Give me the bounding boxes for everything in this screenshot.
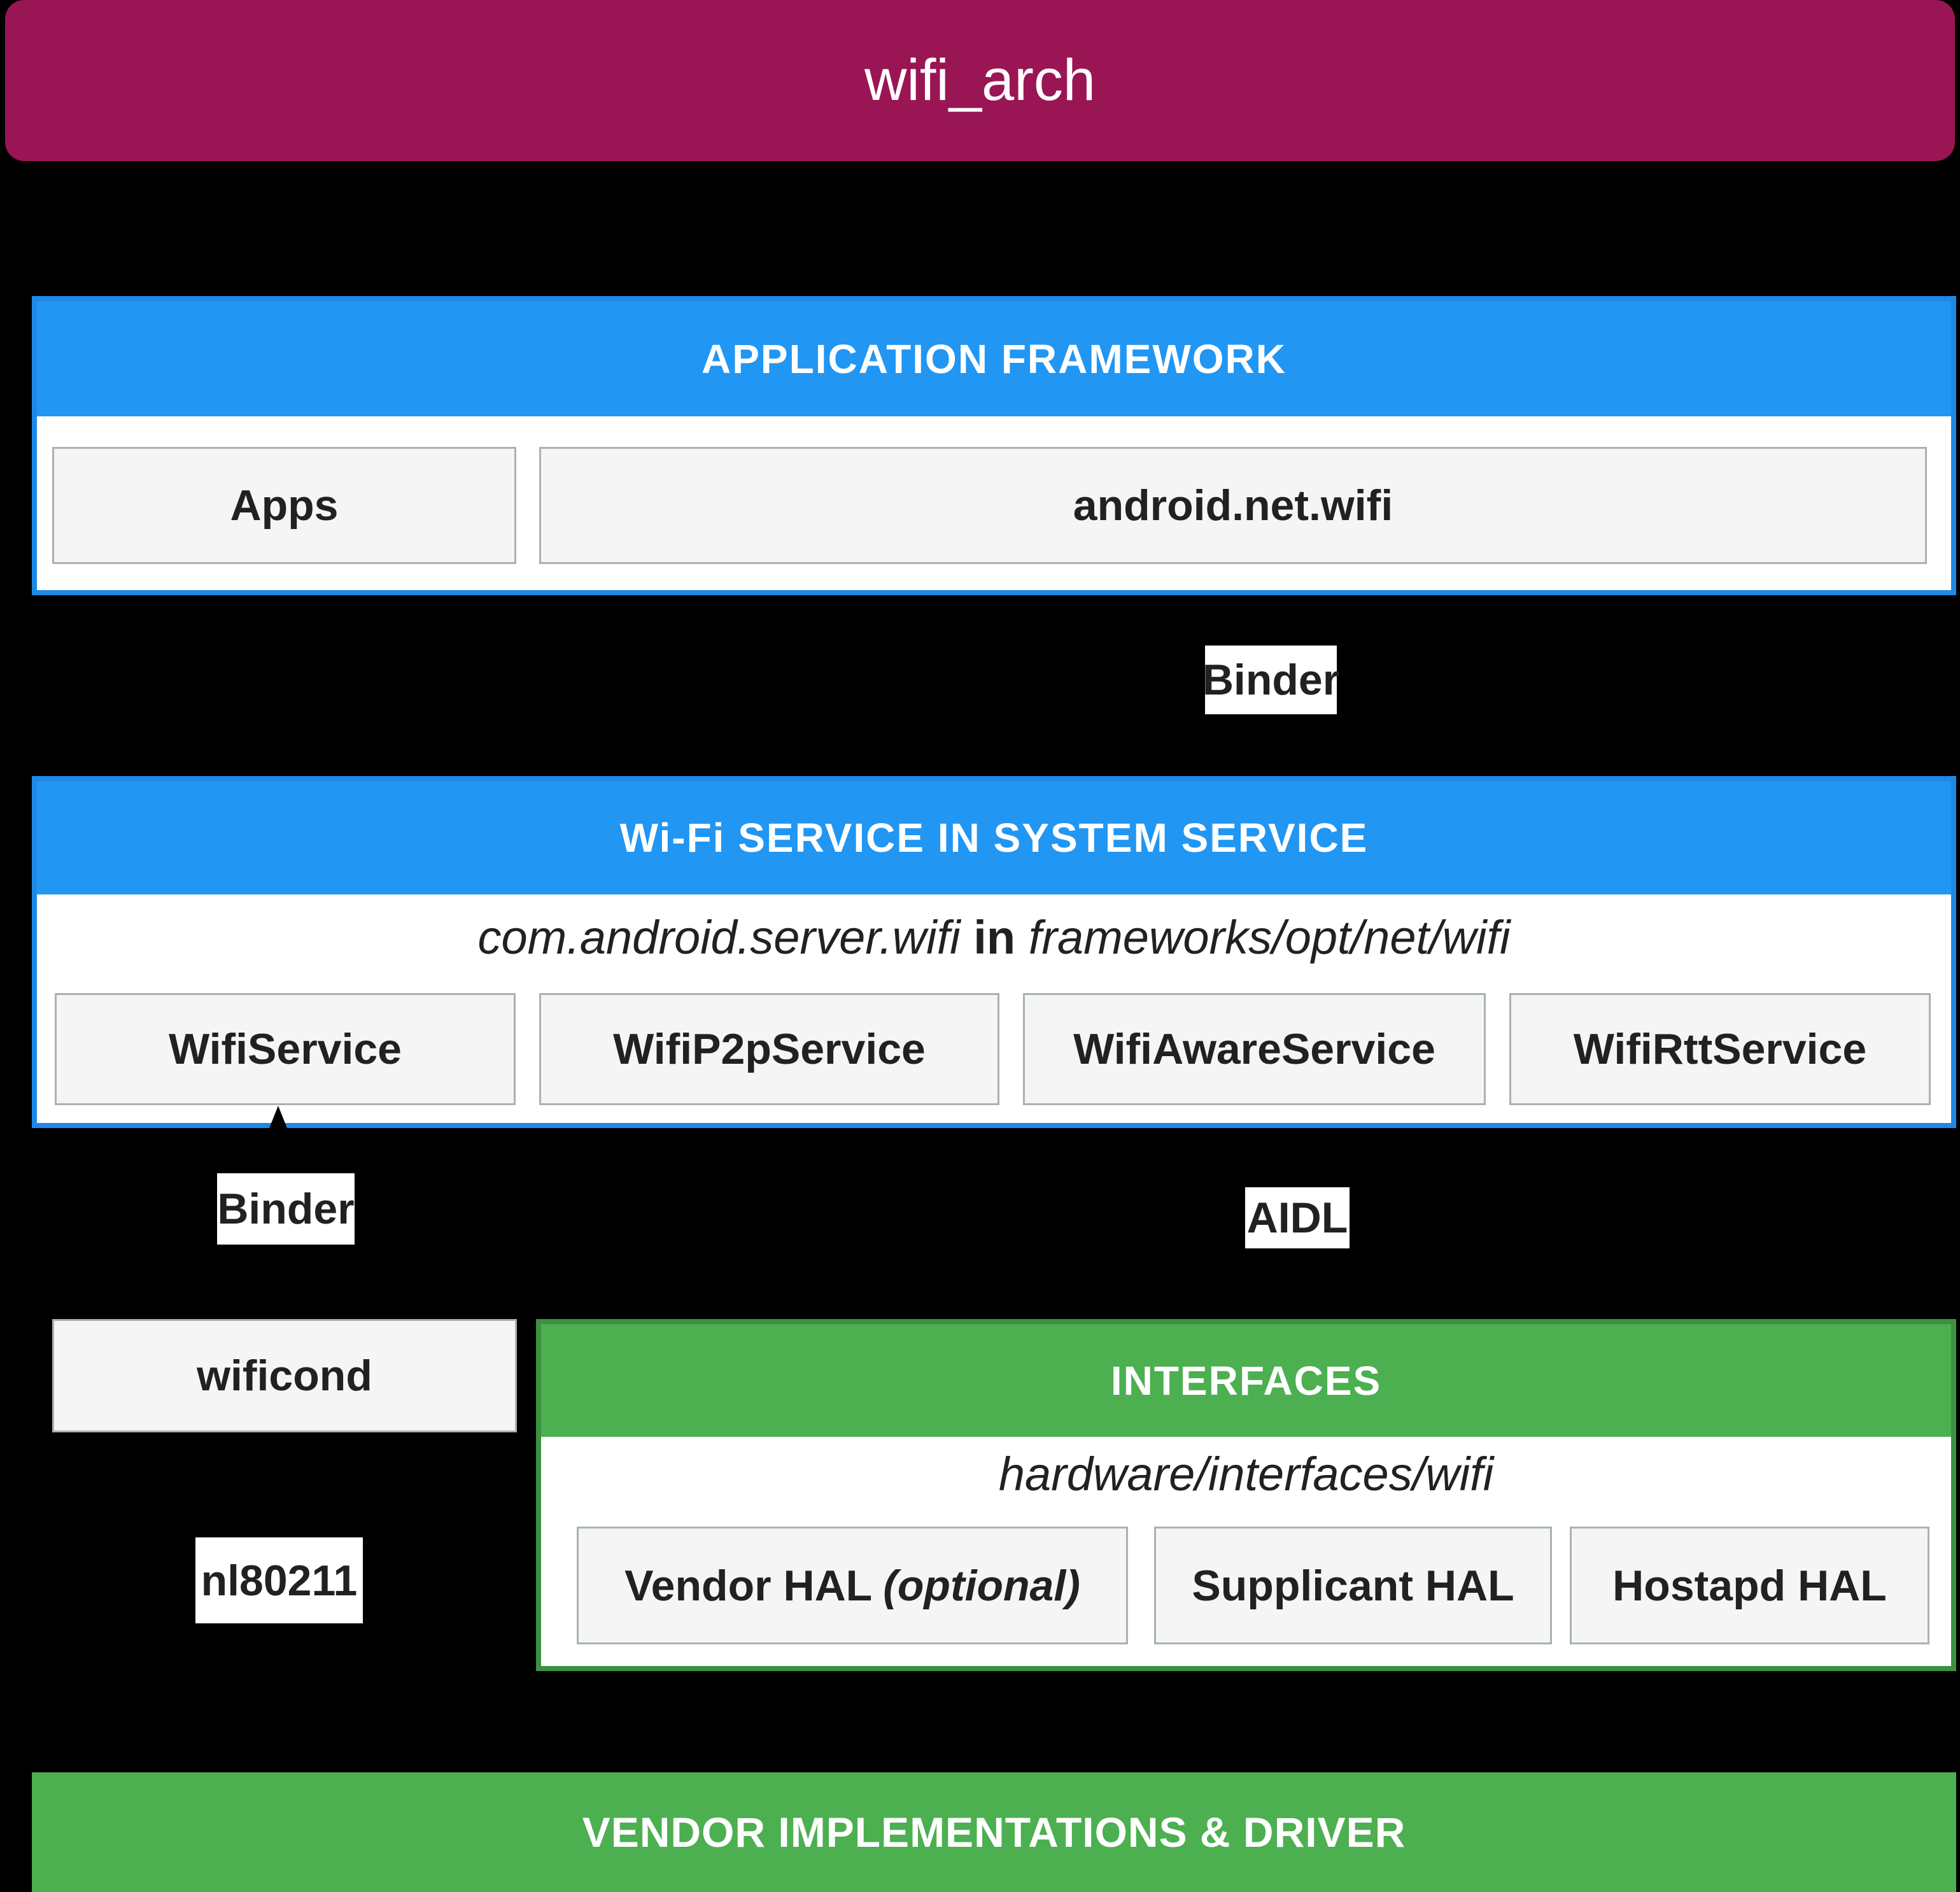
- wifiservice-box: WifiService: [55, 993, 516, 1105]
- wificond-box: wificond: [52, 1319, 517, 1432]
- interfaces-location: hardware/interfaces/wifi: [998, 1447, 1494, 1500]
- vendor-implementations-label: VENDOR IMPLEMENTATIONS & DRIVER: [582, 1809, 1406, 1856]
- vendor-hal-box: Vendor HAL (optional): [577, 1527, 1128, 1644]
- application-framework-title: APPLICATION FRAMEWORK: [702, 335, 1287, 382]
- wifi-service-package: com.android.server.wifi: [477, 910, 961, 964]
- aidl-label: AIDL: [1245, 1187, 1350, 1248]
- binder-label-left: Binder: [217, 1173, 355, 1245]
- aidl-label-text: AIDL: [1246, 1194, 1348, 1242]
- interfaces-path: hardware/interfaces/wifi: [541, 1445, 1951, 1502]
- wifiawareservice-box: WifiAwareService: [1023, 993, 1486, 1105]
- supplicant-hal-label: Supplicant HAL: [1192, 1561, 1514, 1610]
- wifiservice-label: WifiService: [169, 1025, 402, 1073]
- wifi-service-location: frameworks/opt/net/wifi: [1028, 910, 1511, 964]
- application-framework-header: APPLICATION FRAMEWORK: [37, 301, 1951, 416]
- nl80211-label: nl80211: [195, 1537, 363, 1623]
- interfaces-header: INTERFACES: [541, 1324, 1951, 1437]
- binder-label-left-text: Binder: [217, 1185, 355, 1233]
- wifip2pservice-label: WifiP2pService: [613, 1025, 926, 1073]
- wificond-label: wificond: [197, 1352, 372, 1400]
- wifirttservice-box: WifiRttService: [1509, 993, 1931, 1105]
- android-net-wifi-label: android.net.wifi: [1073, 481, 1393, 530]
- application-framework-section: APPLICATION FRAMEWORK Apps android.net.w…: [32, 296, 1956, 595]
- interfaces-title: INTERFACES: [1110, 1357, 1382, 1404]
- wifi-service-path-conjunction: in: [973, 910, 1016, 964]
- title-bar: wifi_arch: [5, 0, 1955, 161]
- vendor-hal-optional-suffix: (optional): [883, 1561, 1080, 1610]
- binder-label-top-text: Binder: [1202, 656, 1340, 704]
- vendor-implementations-bar: VENDOR IMPLEMENTATIONS & DRIVER: [32, 1772, 1956, 1892]
- apps-box: Apps: [52, 447, 516, 564]
- supplicant-hal-box: Supplicant HAL: [1154, 1527, 1552, 1644]
- wifi-service-path: com.android.server.wifi in frameworks/op…: [37, 908, 1951, 966]
- apps-label: Apps: [230, 481, 339, 530]
- hostapd-hal-box: Hostapd HAL: [1570, 1527, 1929, 1644]
- hostapd-hal-label: Hostapd HAL: [1612, 1561, 1887, 1610]
- interfaces-section: INTERFACES hardware/interfaces/wifi Vend…: [536, 1319, 1956, 1671]
- vendor-hal-label: Vendor HAL: [624, 1561, 873, 1610]
- nl80211-label-text: nl80211: [201, 1556, 358, 1605]
- binder-label-top: Binder: [1202, 646, 1340, 714]
- wifi-service-section: Wi-Fi SERVICE IN SYSTEM SERVICE com.andr…: [32, 776, 1956, 1128]
- wifi-service-header: Wi-Fi SERVICE IN SYSTEM SERVICE: [37, 781, 1951, 894]
- page-title: wifi_arch: [864, 48, 1096, 113]
- wifirttservice-label: WifiRttService: [1573, 1025, 1867, 1073]
- wifiawareservice-label: WifiAwareService: [1073, 1025, 1435, 1073]
- wifi-service-title: Wi-Fi SERVICE IN SYSTEM SERVICE: [619, 815, 1369, 861]
- arrow-up-to-wifiservice-icon: [269, 1106, 287, 1128]
- wifip2pservice-box: WifiP2pService: [539, 993, 999, 1105]
- android-net-wifi-box: android.net.wifi: [539, 447, 1927, 564]
